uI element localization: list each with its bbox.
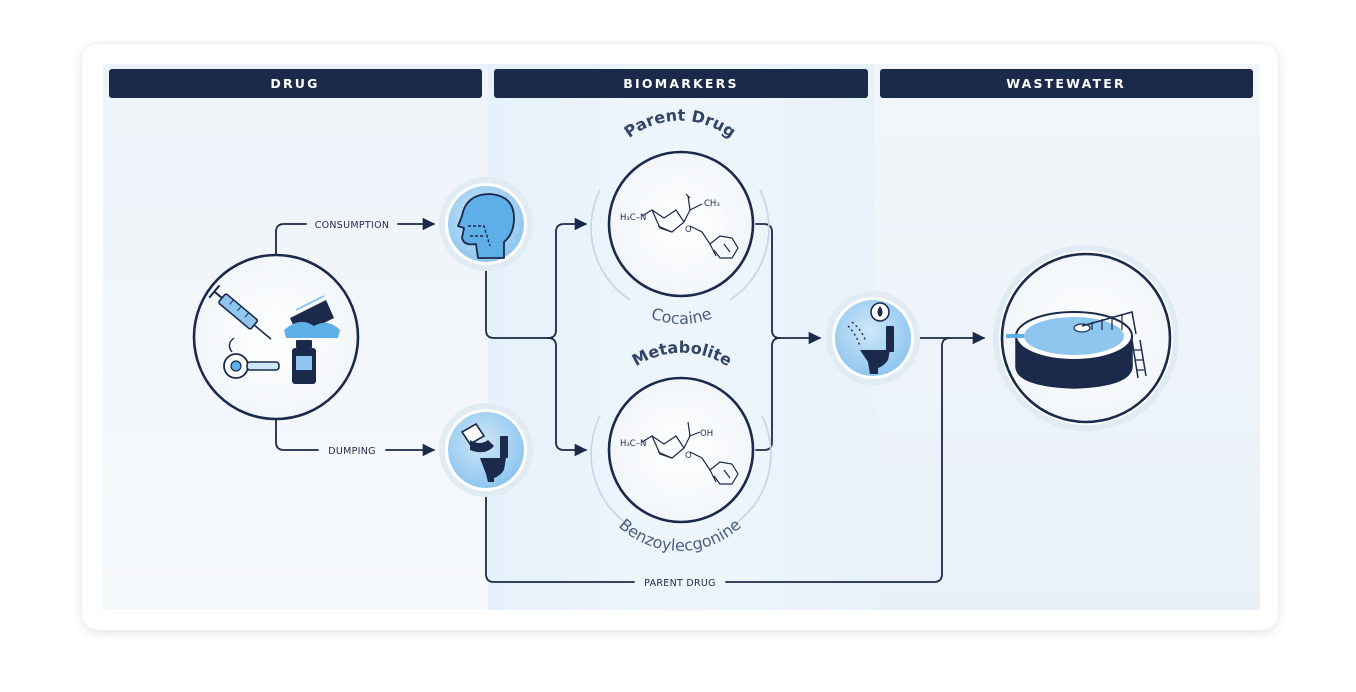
benzoylecgonine-formula-left: H₃C–N bbox=[620, 439, 646, 449]
cocaine-atom-o: O bbox=[685, 225, 692, 235]
benzoylecgonine-formula-top: OH bbox=[700, 429, 713, 439]
treatment-tank-icon bbox=[1006, 311, 1147, 389]
head-to-junction-line bbox=[485, 267, 549, 339]
toilet-icon-circle bbox=[826, 291, 920, 385]
pipe-icon bbox=[223, 337, 280, 379]
dumping-label: DUMPING bbox=[328, 446, 376, 457]
consumption-icon-circle bbox=[439, 177, 533, 271]
benzoylecgonine-atom-o: O bbox=[685, 451, 692, 461]
syringe-icon bbox=[208, 284, 272, 340]
biomarkers-header-label: BIOMARKERS bbox=[623, 76, 738, 91]
biomarkers-panel bbox=[488, 64, 874, 610]
parent-drug-line-right bbox=[725, 337, 951, 583]
wastewater-header: WASTEWATER bbox=[880, 69, 1253, 98]
parent-drug-label: PARENT DRUG bbox=[644, 578, 716, 589]
cocaine-formula-top: CH₃ bbox=[704, 199, 720, 209]
biomarkers-header: BIOMARKERS bbox=[494, 69, 868, 98]
head-mouth-icon bbox=[457, 193, 515, 259]
junction-to-parent-arrow bbox=[547, 217, 588, 339]
drug-header-label: DRUG bbox=[270, 76, 319, 91]
cocaine-structure-icon bbox=[641, 193, 739, 259]
junction-to-metabolite-arrow bbox=[547, 337, 588, 457]
wastewater-header-label: WASTEWATER bbox=[1006, 76, 1126, 91]
drug-sources-circle bbox=[192, 253, 360, 421]
pill-bottle-icon bbox=[292, 340, 316, 384]
benzoylecgonine-structure-icon bbox=[641, 421, 739, 485]
drug-card-icon bbox=[284, 295, 340, 338]
consumption-label: CONSUMPTION bbox=[315, 220, 390, 231]
cocaine-formula-left: H₃C–N bbox=[620, 213, 646, 223]
flow-connectors bbox=[275, 217, 986, 583]
dumping-hand-icon bbox=[460, 422, 494, 453]
dumping-icon-circle bbox=[439, 403, 533, 497]
drug-header: DRUG bbox=[109, 69, 482, 98]
toilet-icon bbox=[847, 302, 894, 374]
metabolite-to-toilet-line bbox=[755, 337, 781, 451]
parent-drug-line-left bbox=[485, 495, 635, 583]
wastewater-circle bbox=[993, 245, 1179, 431]
consumption-line bbox=[275, 223, 307, 255]
dumping-line bbox=[275, 419, 319, 451]
parent-to-toilet-line bbox=[755, 223, 781, 339]
toilet-icon bbox=[480, 436, 508, 482]
